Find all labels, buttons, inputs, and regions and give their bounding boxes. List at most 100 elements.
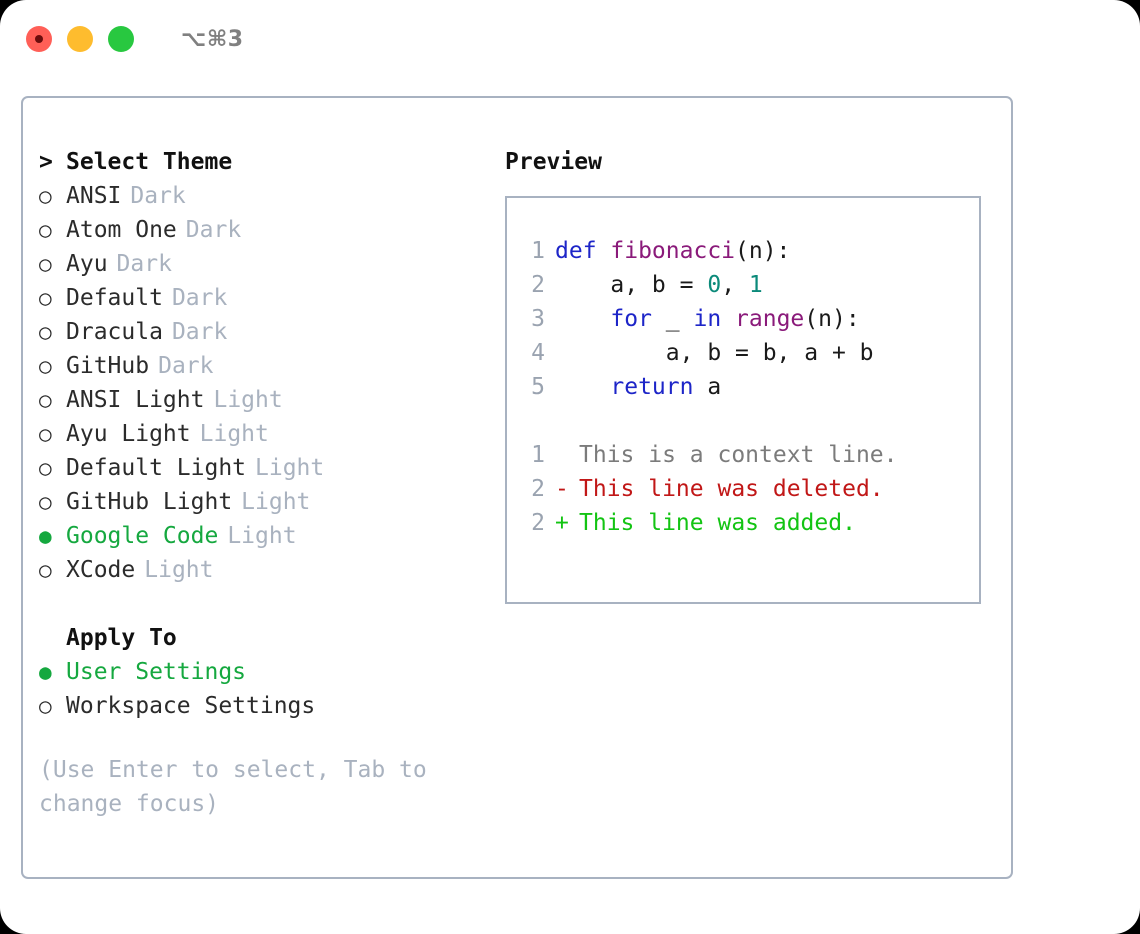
apply-to-option-list: ●User Settings○Workspace Settings: [39, 655, 493, 723]
theme-option-label: XCode: [66, 557, 136, 583]
radio-unselected-icon: ○: [39, 218, 52, 242]
diff-line: 2 + This line was added.: [507, 506, 979, 540]
minimize-button[interactable]: [67, 26, 93, 52]
theme-option-variant: Dark: [130, 183, 186, 209]
code-line-number: 2: [531, 272, 545, 298]
code-token-plain: a, b =: [555, 272, 708, 298]
code-token-fn: range: [735, 306, 805, 332]
apply-to-option-user-settings[interactable]: ●User Settings: [39, 655, 493, 689]
code-token-kw: return: [610, 374, 694, 400]
code-line: 3 for _ in range(n):: [507, 302, 979, 336]
theme-option-variant: Light: [199, 421, 269, 447]
blank-marker-icon: ○: [39, 621, 66, 655]
theme-option-label: Default Light: [66, 455, 247, 481]
select-theme-heading: > Select Theme: [39, 145, 493, 179]
apply-to-option-workspace-settings[interactable]: ○Workspace Settings: [39, 689, 493, 723]
close-button[interactable]: [26, 26, 52, 52]
radio-unselected-icon: ○: [39, 354, 52, 378]
theme-option-label: Atom One: [66, 217, 177, 243]
code-token-plain: [555, 306, 610, 332]
radio-selected-icon: ●: [39, 524, 52, 548]
diff-sample: 1 This is a context line.2-This line was…: [507, 438, 979, 540]
code-token-plain: [555, 374, 610, 400]
diff-line-content: This is a context line.: [555, 438, 898, 472]
diff-line-content: + This line was added.: [555, 506, 856, 540]
theme-option-variant: Dark: [158, 353, 214, 379]
apply-to-heading: ○Apply To: [39, 621, 493, 655]
code-token-kw: def: [555, 238, 611, 264]
code-token-num: 1: [748, 272, 763, 298]
theme-option-label: GitHub: [66, 353, 150, 379]
maximize-button[interactable]: [108, 26, 134, 52]
theme-option-label: GitHub Light: [66, 489, 233, 515]
theme-option-variant: Light: [241, 489, 311, 515]
theme-option-xcode[interactable]: ○ XCode Light: [39, 553, 493, 587]
code-line-content: def fibonacci(n):: [555, 234, 790, 268]
theme-option-github-light[interactable]: ○ GitHub Light Light: [39, 485, 493, 519]
code-line: 4 a, b = b, a + b: [507, 336, 979, 370]
code-line-content: a, b = 0, 1: [555, 268, 763, 302]
radio-unselected-icon: ○: [39, 388, 52, 412]
code-line: 5 return a: [507, 370, 979, 404]
code-line-number: 1: [531, 238, 545, 264]
code-token-fn: fibonacci: [610, 238, 736, 264]
record-dot-icon: [35, 35, 43, 43]
theme-option-variant: Light: [255, 455, 325, 481]
radio-unselected-icon: ○: [39, 422, 52, 446]
code-token-punct: (n):: [804, 306, 860, 332]
apply-to-heading-label: Apply To: [66, 625, 177, 651]
select-theme-heading-label: Select Theme: [66, 149, 233, 175]
diff-line: 1 This is a context line.: [507, 438, 979, 472]
code-line: 2 a, b = 0, 1: [507, 268, 979, 302]
code-diff-spacer: [507, 404, 979, 438]
title-bar: ⌥⌘3: [0, 0, 1140, 78]
radio-unselected-icon: ○: [39, 320, 52, 344]
code-token-plain: a, b = b, a + b: [555, 340, 874, 366]
diff-line-text: This is a context line.: [579, 442, 898, 468]
code-line-number: 5: [531, 374, 545, 400]
diff-line-number: 2: [531, 510, 545, 536]
theme-option-label: Ayu: [66, 251, 108, 277]
diff-line: 2-This line was deleted.: [507, 472, 979, 506]
diff-sign-icon: +: [555, 510, 569, 536]
code-token-punct: (n):: [735, 238, 791, 264]
theme-option-variant: Dark: [171, 319, 228, 345]
theme-option-variant: Dark: [171, 285, 228, 311]
code-token-num: 0: [707, 272, 722, 298]
code-line-number: 4: [531, 340, 545, 366]
radio-unselected-icon: ○: [39, 558, 52, 582]
radio-unselected-icon: ○: [39, 694, 52, 718]
diff-line-text: This line was added.: [579, 510, 856, 536]
theme-option-dracula[interactable]: ○ Dracula Dark: [39, 315, 493, 349]
code-line: 1 def fibonacci(n):: [507, 234, 979, 268]
diff-sign-icon: [555, 438, 579, 472]
theme-option-label: Dracula: [66, 319, 163, 345]
radio-unselected-icon: ○: [39, 456, 52, 480]
theme-option-default-light[interactable]: ○ Default Light Light: [39, 451, 493, 485]
code-token-plain: [721, 306, 735, 332]
preview-title: Preview: [505, 149, 602, 175]
theme-option-variant: Light: [144, 557, 214, 583]
diff-line-number: 2: [531, 476, 545, 502]
theme-option-variant: Light: [227, 523, 297, 549]
diff-line-number: 1: [531, 442, 545, 468]
code-token-kw: for: [610, 306, 652, 332]
theme-option-github[interactable]: ○ GitHub Dark: [39, 349, 493, 383]
caret-icon: >: [39, 149, 53, 175]
list-spacer: [39, 587, 493, 621]
apply-to-option-label: User Settings: [66, 659, 247, 685]
radio-unselected-icon: ○: [39, 490, 52, 514]
